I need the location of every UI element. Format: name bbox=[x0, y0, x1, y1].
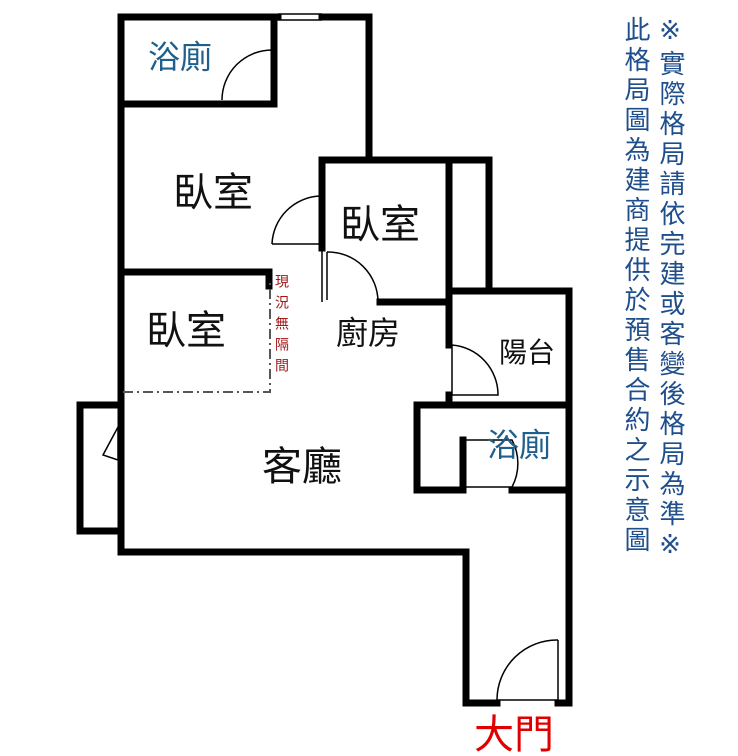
door-bedroom2 bbox=[326, 251, 379, 303]
no-partition-line bbox=[123, 280, 271, 393]
door-bath-top bbox=[221, 49, 273, 101]
room-label-bath-right: 浴廁 bbox=[487, 426, 551, 464]
wall-bath-top bbox=[117, 13, 278, 108]
disclaimer-column-right: ※實際格局請依完建或客變後格局為準※ bbox=[655, 16, 685, 564]
room-label-kitchen: 廚房 bbox=[336, 314, 400, 352]
wall-north-right bbox=[318, 13, 373, 164]
wall-shaft bbox=[445, 156, 493, 295]
wall-south bbox=[117, 548, 501, 707]
status-note: 現況無隔間 bbox=[273, 274, 289, 379]
room-label-bedroom-2: 臥室 bbox=[340, 202, 420, 248]
doors bbox=[101, 49, 559, 701]
room-label-bedroom-1: 臥室 bbox=[173, 170, 253, 216]
disclaimer-column-left: 此格局圖為建商提供於預售合約之示意圖 bbox=[620, 16, 650, 556]
wall-east-lower bbox=[554, 486, 573, 707]
walls bbox=[76, 13, 573, 707]
door-bedroom1 bbox=[271, 195, 321, 245]
door-west-closet bbox=[101, 426, 119, 461]
wall-west-closet bbox=[76, 401, 125, 535]
door-bath-right bbox=[463, 439, 519, 488]
room-label-bath-top: 浴廁 bbox=[148, 38, 212, 76]
room-label-living-room: 客廳 bbox=[262, 444, 342, 490]
door-main bbox=[496, 639, 559, 701]
room-label-bedroom-3: 臥室 bbox=[146, 308, 226, 354]
wall-bath-right bbox=[413, 401, 573, 494]
room-label-balcony: 陽台 bbox=[499, 336, 555, 369]
wall-bath-right-west bbox=[413, 401, 467, 494]
main-door-label: 大門 bbox=[474, 712, 554, 756]
wall-balcony bbox=[445, 287, 573, 410]
door-balcony bbox=[451, 344, 499, 396]
openings bbox=[117, 13, 558, 701]
